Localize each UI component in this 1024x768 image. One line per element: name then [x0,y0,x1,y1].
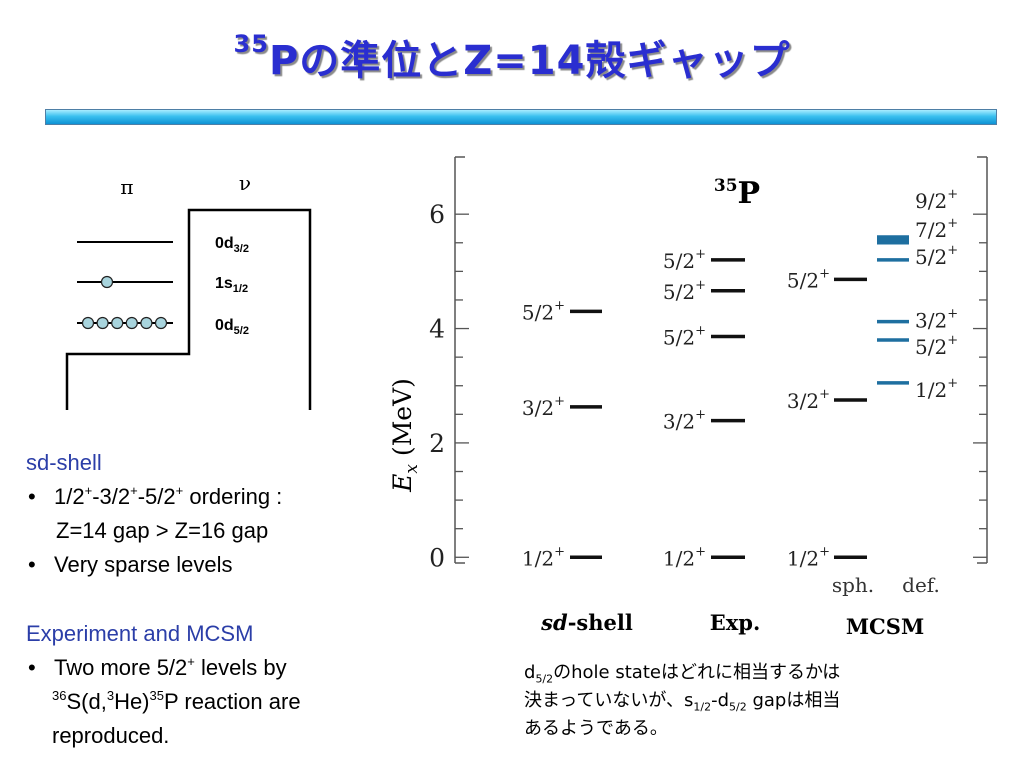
experiment-notes: Experiment and MCSM Two more 5/2+ levels… [26,617,301,753]
level-label-mcsm-def: 3/2+ [915,307,958,333]
chart-frame [454,156,988,564]
two-more-levels-bullet: Two more 5/2+ levels by [26,651,301,685]
level-label-mcsm-sph: 5/2+ [787,266,830,292]
orbital-label-0d3-2: 0d3/2 [215,235,249,255]
japanese-note: d5/2のhole stateはどれに相当するかは 決まっていないが、s1/2-… [524,659,954,743]
level-label-sd-shell: 3/2+ [522,394,565,420]
level-label-exp: 5/2+ [663,324,706,350]
level-label-exp: 5/2+ [663,247,706,273]
sparse-levels-bullet: Very sparse levels [26,548,282,582]
reaction-line: 36S(d,3He)35P reaction are [52,687,301,714]
level-label-mcsm-def: 5/2+ [915,243,958,269]
orbital-label-0d5-2: 0d5/2 [215,317,249,337]
proton-dot-0d5 [96,316,109,330]
title-underline-bar [45,109,997,125]
y-tick-label: 0 [429,543,445,572]
level-label-mcsm-def: 9/2+ [915,187,958,213]
proton-dot-0d5 [125,316,138,330]
proton-dot-0d5 [154,316,168,330]
level-label-exp: 5/2+ [663,278,706,304]
japanese-note-line-1: d5/2のhole stateはどれに相当するかは [524,662,841,686]
shell-model-diagram: π ν 0d3/2 1s1/2 0d5/2 [65,171,312,410]
y-tick-label: 2 [429,429,445,458]
energy-levels: 1/2+3/2+5/2+1/2+3/2+5/2+5/2+5/2+1/2+3/2+… [522,187,958,570]
column-label-exp: Exp. [710,610,761,635]
proton-dot-1s [100,275,114,289]
japanese-note-line-3: あるようである。 [524,718,668,739]
y-tick-label: 4 [429,315,445,344]
japanese-note-line-2: 決まっていないが、s1/2-d5/2 gapは相当 [524,690,841,714]
y-tick-label: 6 [429,200,445,229]
chart-nucleus-label: 35P [714,176,760,211]
proton-dot-0d5 [111,316,124,330]
mcsm-sublabel-sph: sph. [832,573,874,597]
sd-shell-notes: sd-shell 1/2+-3/2+-5/2+ ordering : Z=14 … [26,446,282,582]
gap-comparison: Z=14 gap > Z=16 gap [56,518,269,543]
orbital-label-1s1-2: 1s1/2 [215,275,248,295]
pi-label: π [120,175,133,199]
column-label-mcsm: MCSM [846,614,924,639]
y-axis-ticks: 0 2 4 6 [429,200,987,572]
level-label-sd-shell: 5/2+ [522,298,565,324]
column-label-sd-shell: sd-shell [540,610,633,635]
ordering-bullet: 1/2+-3/2+-5/2+ ordering : [26,480,282,514]
y-axis-label: Ex(MeV) [388,378,422,493]
nu-label: ν [239,171,251,195]
title-mass-number: 35 [233,30,269,58]
proton-dot-0d5 [81,316,95,330]
level-label-mcsm-def: 1/2+ [915,376,958,402]
experiment-heading: Experiment and MCSM [26,621,254,646]
reproduced-line: reproduced. [52,723,170,748]
level-label-exp: 1/2+ [663,544,706,570]
mcsm-sublabel-def: def. [902,573,940,597]
level-label-mcsm-sph: 3/2+ [787,387,830,413]
level-label-sd-shell: 1/2+ [522,544,565,570]
level-label-mcsm-sph: 1/2+ [787,544,830,570]
sd-shell-heading: sd-shell [26,450,102,475]
level-label-mcsm-def: 5/2+ [915,333,958,359]
proton-occupancy [81,275,168,330]
potential-well-outline [65,208,312,410]
title-text: Pの準位とZ=14殻ギャップ [268,38,791,84]
proton-dot-0d5 [140,316,153,330]
level-label-mcsm-def: 7/2+ [915,216,958,242]
level-label-exp: 3/2+ [663,408,706,434]
page-title: 35Pの準位とZ=14殻ギャップ [0,28,1024,86]
